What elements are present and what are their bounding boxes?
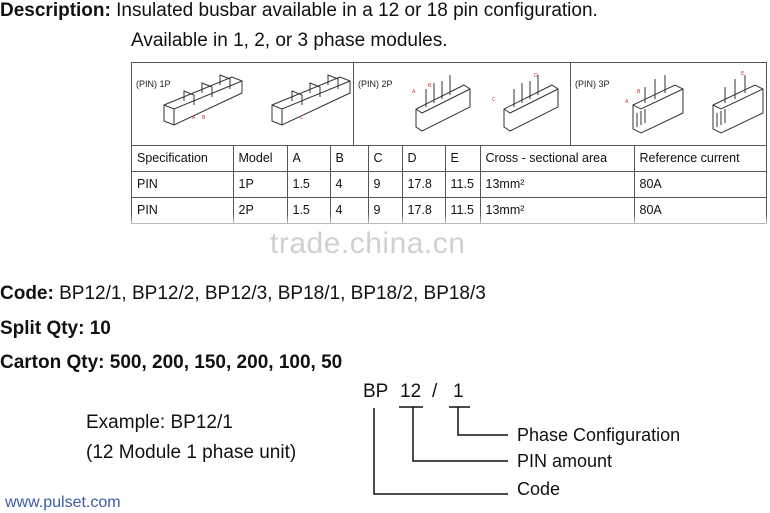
figure-label-1p: (PIN) 1P	[136, 79, 171, 89]
description-line-1: Description: Insulated busbar available …	[0, 0, 598, 22]
table-cell: 1P	[233, 171, 288, 198]
example-line-1: Example: BP12/1	[86, 412, 233, 433]
table-cell: 1.5	[287, 171, 331, 198]
header-cell: C	[368, 145, 403, 172]
figure-label-2p: (PIN) 2P	[358, 79, 393, 89]
table-header-row: Specification Model A B C D E Cross - se…	[132, 145, 766, 172]
figure-3p: (PIN) 3P A B E	[571, 63, 768, 145]
svg-text:C: C	[492, 97, 496, 103]
carton-qty-value: 500, 200, 150, 200, 100, 50	[109, 352, 343, 373]
table-cell: 80A	[639, 203, 662, 218]
svg-text:E: E	[741, 71, 744, 77]
legend-pin-amount: PIN amount	[517, 451, 613, 471]
header-cell: Reference current	[634, 145, 766, 172]
svg-text:B: B	[637, 89, 641, 95]
busbar-2p-drawing: A B C D	[412, 73, 559, 132]
carton-qty-label: Carton Qty:	[0, 352, 105, 373]
code-line: Code: BP12/1, BP12/2, BP12/3, BP18/1, BP…	[0, 283, 486, 305]
code-diagram-pin: 12	[400, 381, 422, 402]
table-cell: 13mm²	[480, 171, 635, 198]
header-cell: B	[330, 145, 369, 172]
figure-2p: (PIN) 2P A B C D	[354, 63, 571, 145]
code-value: BP12/1, BP12/2, BP12/3, BP18/1, BP18/2, …	[59, 283, 486, 304]
split-qty-value: 10	[89, 318, 111, 339]
example-line-2: (12 Module 1 phase unit)	[86, 442, 297, 463]
table-cell: 4	[330, 171, 369, 198]
description-label: Description:	[0, 0, 111, 21]
svg-text:B: B	[202, 115, 206, 121]
svg-text:A: A	[625, 99, 629, 105]
header-cell: Model	[233, 145, 288, 172]
table-row: PIN 1P 1.5 4 9 17.8 11.5 13mm² 80A	[132, 171, 766, 198]
svg-text:C: C	[300, 115, 304, 121]
table-cell: PIN	[132, 171, 234, 198]
website-url: www.pulset.com	[5, 494, 121, 511]
table-cell: 9	[368, 171, 403, 198]
code-diagram-phase: 1	[453, 381, 464, 402]
busbar-3p-drawing: A B E	[625, 71, 764, 134]
header-cell: Cross - sectional area	[480, 145, 635, 172]
description-text-1: Insulated busbar available in a 12 or 18…	[116, 0, 598, 21]
table-fade	[131, 214, 770, 230]
watermark: trade.china.cn	[270, 227, 466, 260]
code-label: Code:	[0, 283, 54, 304]
figure-label-3p: (PIN) 3P	[575, 79, 610, 89]
svg-text:A: A	[192, 115, 196, 121]
table-cell: 80A	[634, 171, 766, 198]
svg-text:B: B	[428, 83, 432, 89]
code-diagram-slash: /	[432, 381, 438, 402]
header-cell: E	[445, 145, 481, 172]
legend-phase-configuration: Phase Configuration	[517, 425, 681, 445]
table-cell: 17.8	[402, 171, 446, 198]
header-cell: A	[287, 145, 331, 172]
legend-code: Code	[517, 479, 561, 499]
svg-text:A: A	[412, 89, 416, 95]
carton-qty-line: Carton Qty: 500, 200, 150, 200, 100, 50	[0, 352, 342, 374]
table-cell: 11.5	[445, 171, 481, 198]
header-cell: Specification	[132, 145, 234, 172]
split-qty-line: Split Qty: 10	[0, 318, 111, 340]
split-qty-label: Split Qty:	[0, 318, 85, 339]
code-diagram-bp: BP	[363, 381, 389, 402]
description-line-2: Available in 1, 2, or 3 phase modules.	[131, 30, 448, 51]
header-cell: D	[402, 145, 446, 172]
svg-text:D: D	[534, 73, 538, 79]
